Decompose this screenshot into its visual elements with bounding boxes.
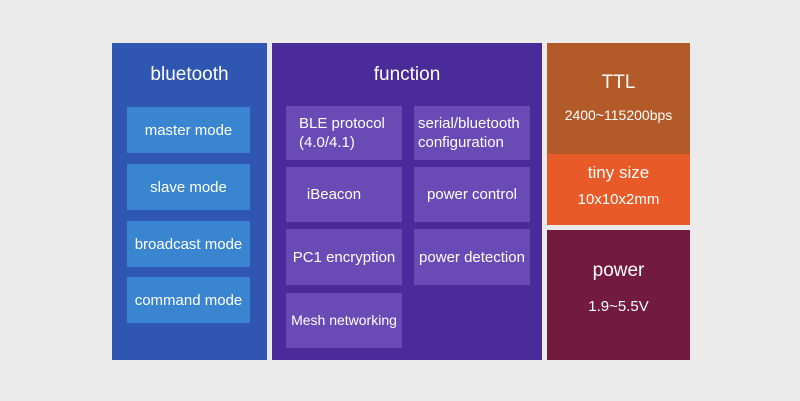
bluetooth-title: bluetooth [150,64,229,85]
tiny-size-panel: tiny size 10x10x2mm [547,154,690,225]
ttl-title: TTL [601,72,636,93]
function-panel: function BLE protocol (4.0/4.1) serial/b… [272,43,542,360]
power-detection-box: power detection [414,229,530,285]
serial-bluetooth-configuration-box: serial/bluetooth configuration [414,106,530,160]
function-title: function [373,64,441,85]
broadcast-mode-box: broadcast mode [127,221,250,267]
bluetooth-panel: bluetooth master mode slave mode broadca… [112,43,267,360]
ble-protocol-box: BLE protocol (4.0/4.1) [286,106,402,160]
power-title: power [592,260,645,281]
power-control-box: power control [414,167,530,222]
power-value: 1.9~5.5V [588,298,649,315]
tiny-size-value: 10x10x2mm [577,191,660,208]
master-mode-box: master mode [127,107,250,153]
command-mode-box: command mode [127,277,250,323]
slave-mode-box: slave mode [127,164,250,210]
mesh-networking-box: Mesh networking [286,293,402,348]
tiny-size-title: tiny size [587,163,650,182]
ttl-panel: TTL 2400~115200bps [547,43,690,154]
ibeacon-box: iBeacon [286,167,402,222]
power-panel: power 1.9~5.5V [547,230,690,360]
ttl-value: 2400~115200bps [564,107,673,123]
pc1-encryption-box: PC1 encryption [286,229,402,285]
